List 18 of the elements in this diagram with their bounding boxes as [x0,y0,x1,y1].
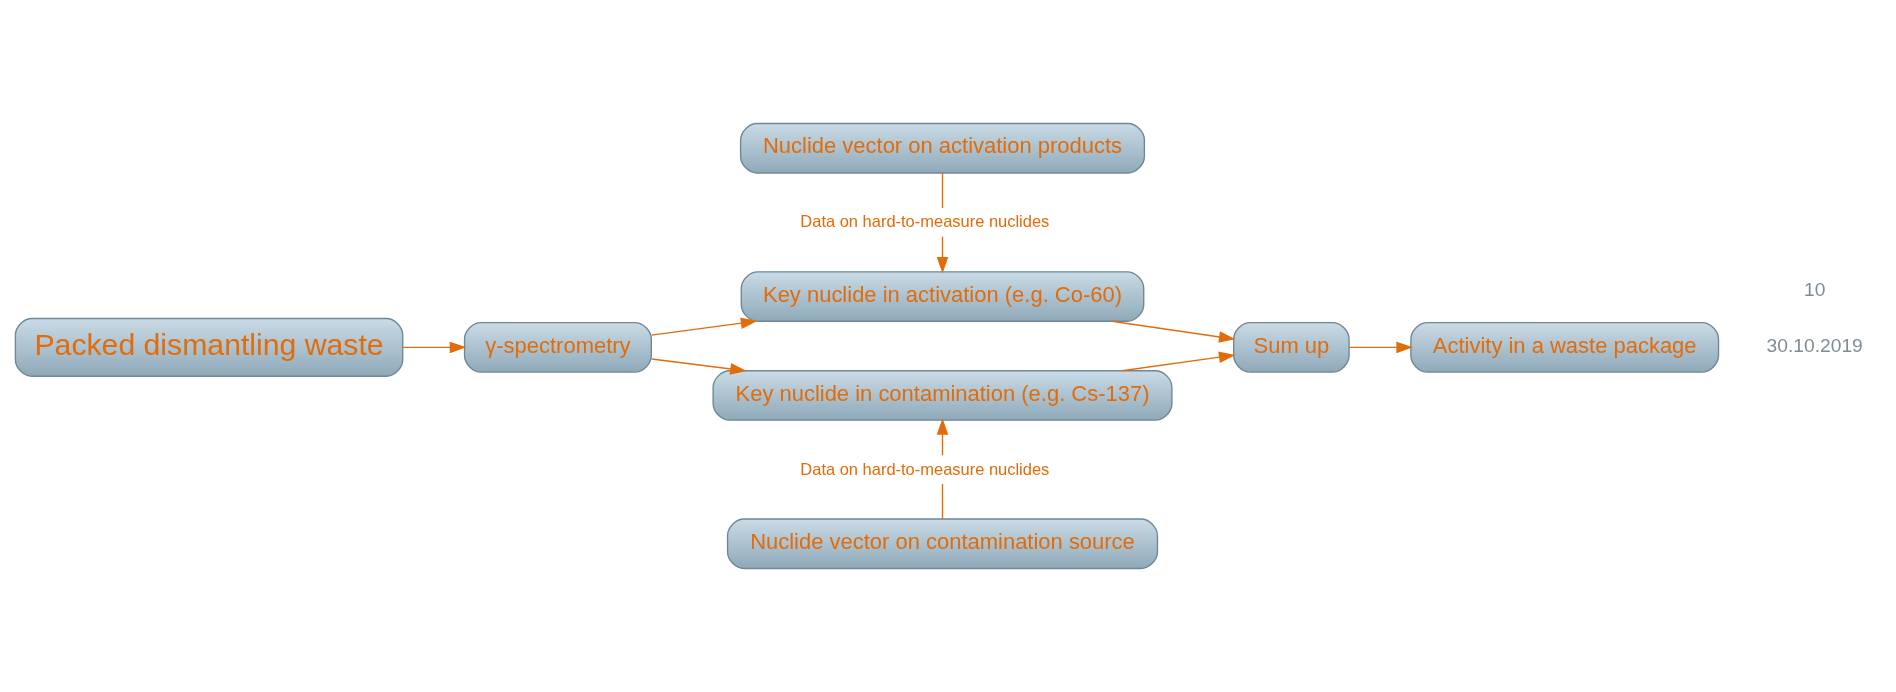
node-box: Nuclide vector on contamination source [726,518,1159,570]
node-box: Activity in a waste package [1410,321,1720,373]
node-box: Key nuclide in activation (e.g. Co-60) [740,271,1145,322]
arrow [1348,341,1413,354]
node-box: Nuclide vector on activation products [739,122,1146,174]
edge-label: Data on hard-to-measure nuclides [800,212,1050,231]
arrow [1121,351,1236,372]
arrow [402,341,467,354]
arrow [651,358,747,375]
edge-label: Data on hard-to-measure nuclides [800,459,1050,478]
arrow [651,317,758,336]
node-box: Packed dismantling waste [14,317,404,377]
node-box: γ-spectrometry [463,321,652,373]
label: 30.10.2019 [1766,335,1863,357]
label: 10 [1803,279,1826,301]
arrow [1111,320,1236,343]
node-box: Sum up [1233,321,1350,373]
node-box: Key nuclide in contamination (e.g. Cs-137) [712,370,1173,421]
